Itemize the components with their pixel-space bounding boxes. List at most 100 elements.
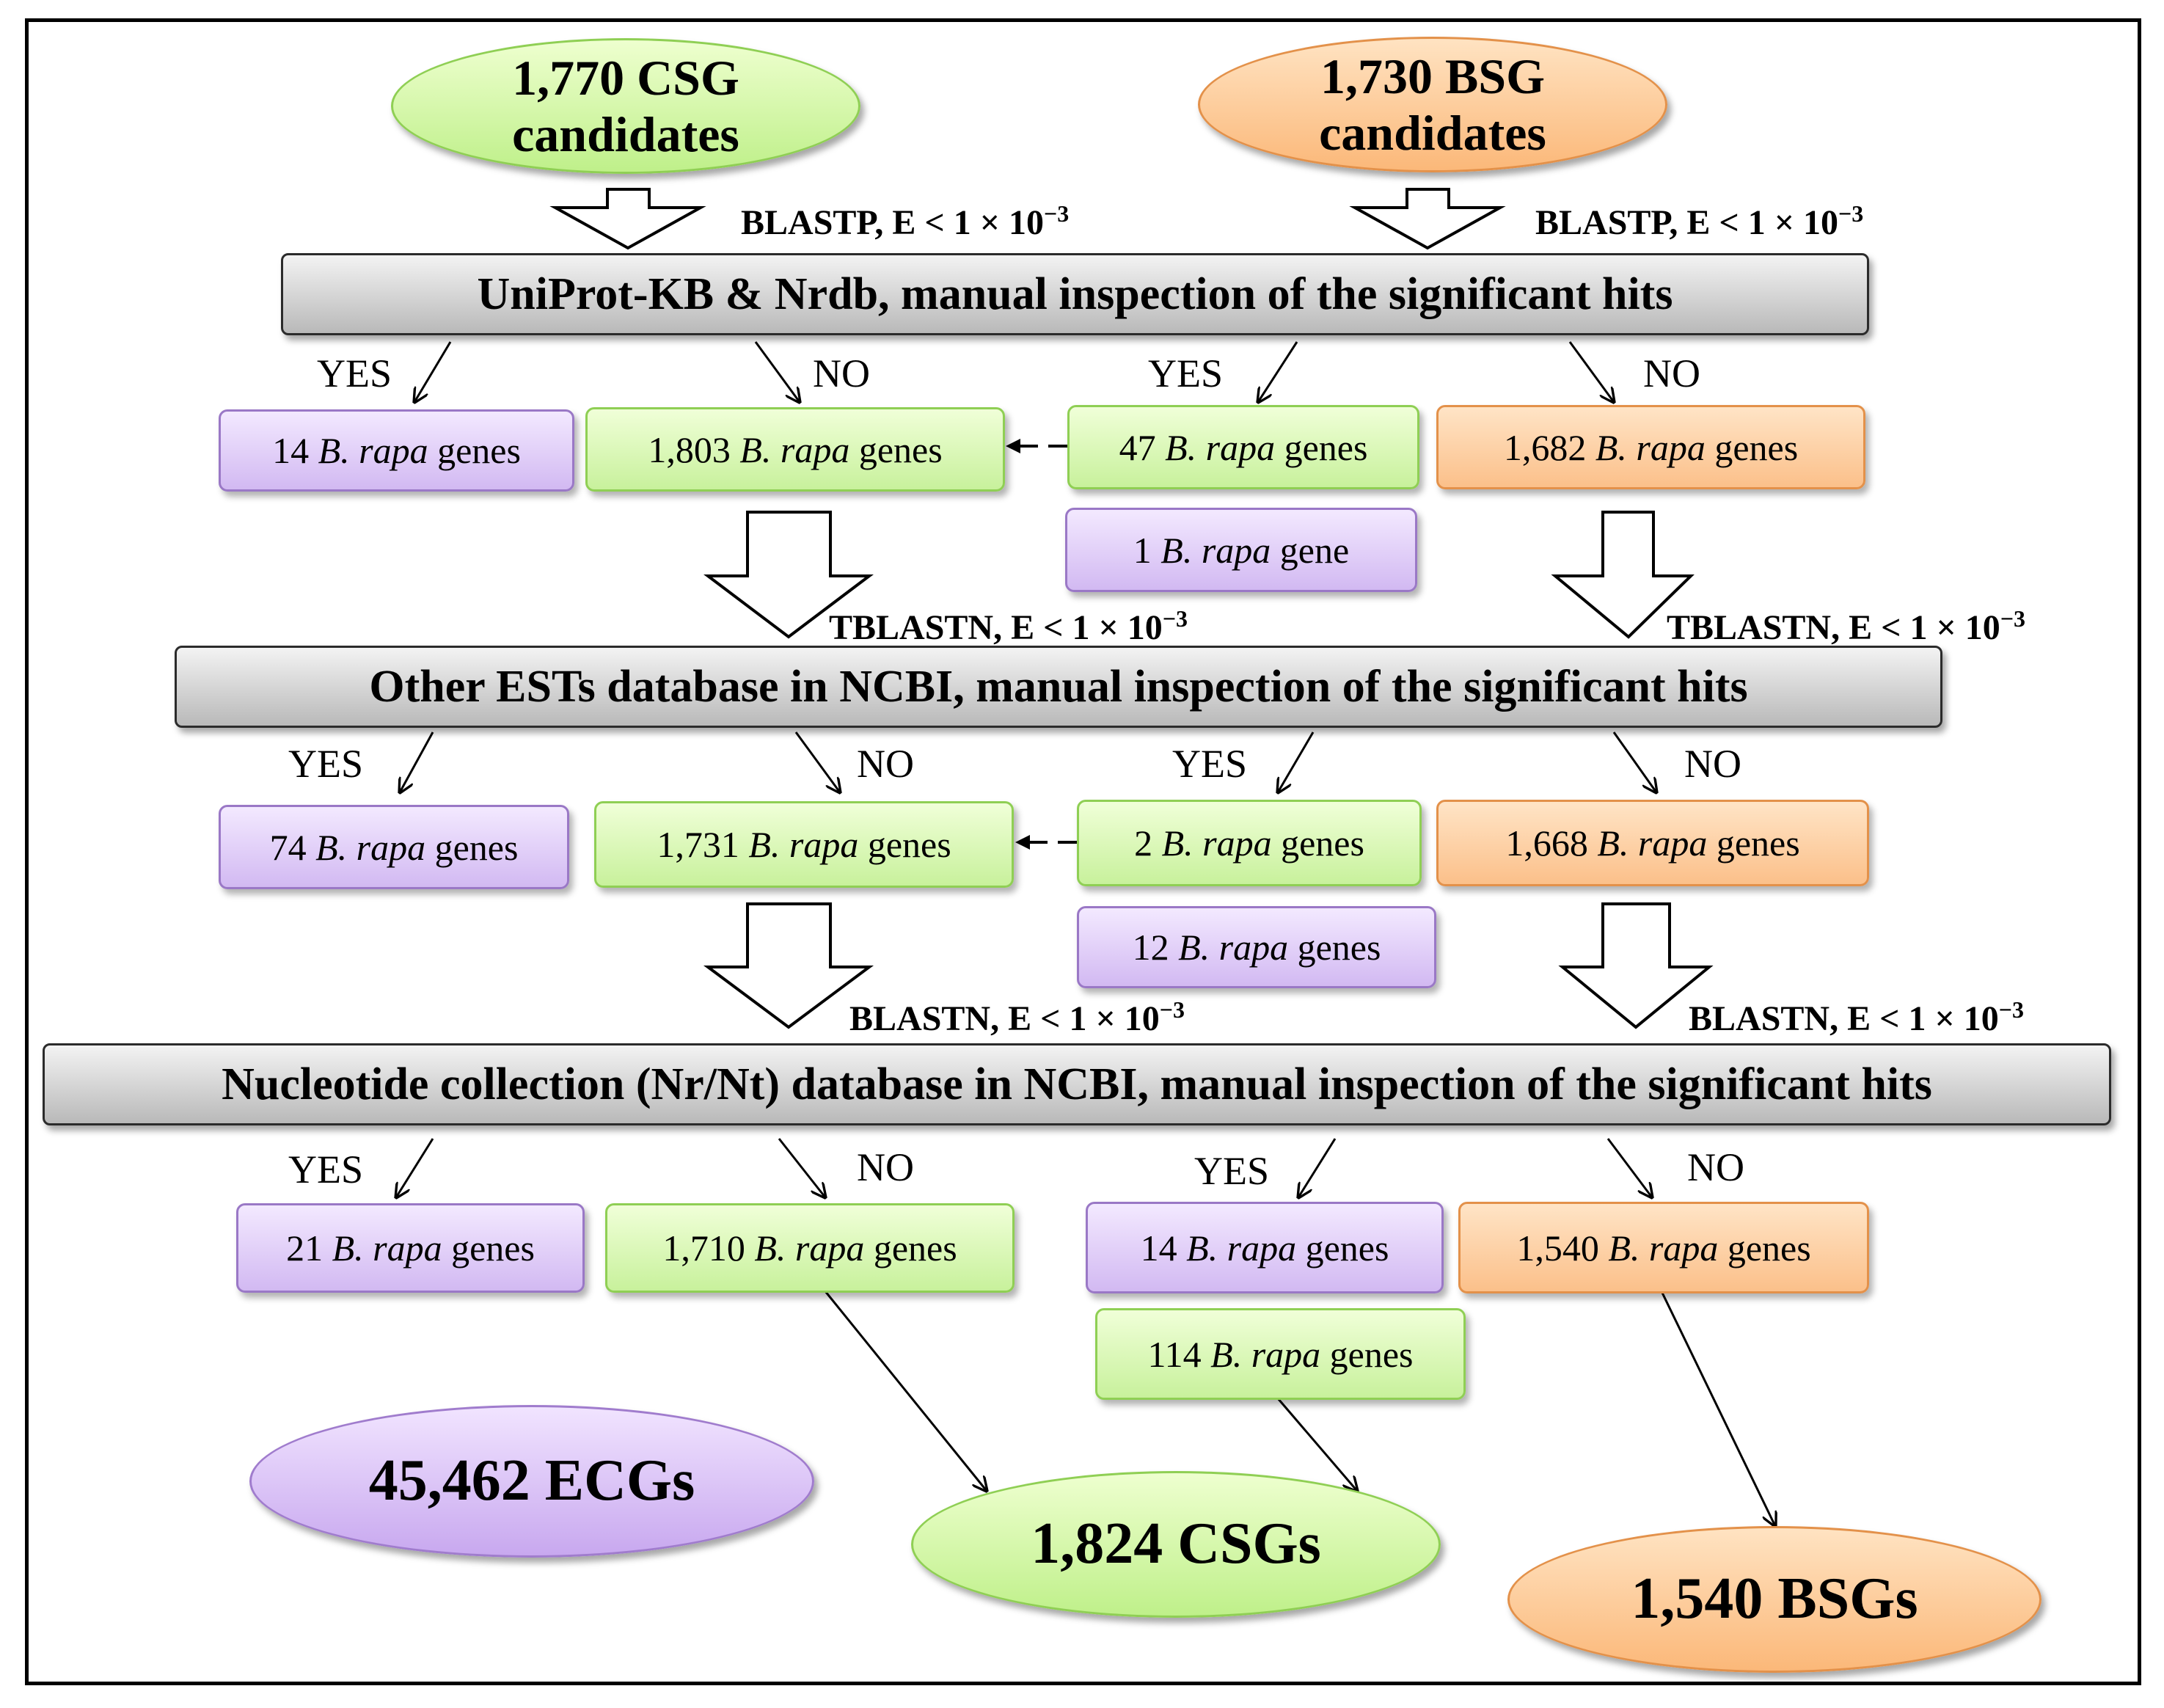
bsg-candidates-line1: 1,730 BSG bbox=[1320, 48, 1546, 105]
yes-label-r2-right: YES bbox=[1172, 742, 1248, 786]
num: 1 bbox=[1133, 529, 1152, 571]
yes-label-r1-right: YES bbox=[1148, 351, 1224, 395]
unit: gene bbox=[1279, 529, 1350, 571]
step3-text: Nucleotide collection (Nr/Nt) database i… bbox=[222, 1059, 1932, 1109]
blastp-label-left: BLASTP, E < 1 × 10−3 bbox=[741, 200, 1069, 243]
csg-candidates-line1: 1,770 CSG bbox=[512, 50, 739, 106]
num: 1,803 bbox=[648, 428, 731, 470]
gene-box-r3-no-bsg: 1,540 B. rapa genes bbox=[1458, 1202, 1869, 1293]
csg-candidates-line2: candidates bbox=[512, 106, 739, 162]
blastp-right-exp: −3 bbox=[1838, 200, 1864, 227]
tblastn-right-text: TBLASTN, E < 1 × 10 bbox=[1667, 608, 2000, 647]
no-label-r1-left: NO bbox=[813, 351, 870, 395]
blastn-right-exp: −3 bbox=[1998, 996, 2025, 1023]
ecg-result-oval: 45,462 ECGs bbox=[249, 1405, 814, 1558]
unit: genes bbox=[1329, 1333, 1414, 1375]
unit: genes bbox=[1716, 822, 1800, 864]
num: 2 bbox=[1134, 822, 1153, 864]
unit: genes bbox=[1714, 426, 1799, 468]
num: 1,668 bbox=[1505, 822, 1588, 864]
unit: genes bbox=[1281, 822, 1364, 864]
csg-result-text: 1,824 CSGs bbox=[1031, 1511, 1321, 1577]
num: 21 bbox=[286, 1227, 323, 1269]
gene-box-r1-extra: 1 B. rapa gene bbox=[1065, 508, 1417, 592]
num: 1,540 bbox=[1516, 1227, 1599, 1269]
no-label-r3-right: NO bbox=[1687, 1145, 1744, 1189]
gene-box-r2-no-csg: 1,731 B. rapa genes bbox=[594, 801, 1014, 888]
no-label-r2-left: NO bbox=[857, 742, 914, 786]
step-nucleotide-collection: Nucleotide collection (Nr/Nt) database i… bbox=[43, 1043, 2111, 1125]
species: B. rapa bbox=[1597, 822, 1708, 864]
tblastn-left-text: TBLASTN, E < 1 × 10 bbox=[829, 608, 1163, 647]
blastn-label-right: BLASTN, E < 1 × 10−3 bbox=[1689, 996, 2024, 1039]
gene-box-r2-yes-csg: 74 B. rapa genes bbox=[219, 805, 569, 889]
species: B. rapa bbox=[1165, 426, 1276, 468]
gene-box-r3-yes-bsg: 14 B. rapa genes bbox=[1086, 1202, 1444, 1293]
unit: genes bbox=[1727, 1227, 1811, 1269]
diagram-frame bbox=[25, 18, 2141, 1685]
gene-box-r3-extra: 114 B. rapa genes bbox=[1095, 1308, 1466, 1400]
num: 47 bbox=[1119, 426, 1156, 468]
gene-box-r1-no-csg: 1,803 B. rapa genes bbox=[585, 407, 1005, 492]
bsg-candidates-line2: candidates bbox=[1319, 104, 1546, 161]
gene-box-r2-no-bsg: 1,668 B. rapa genes bbox=[1436, 800, 1869, 886]
tblastn-left-exp: −3 bbox=[1162, 605, 1188, 632]
no-label-r3-left: NO bbox=[857, 1145, 914, 1189]
unit: genes bbox=[873, 1227, 957, 1269]
gene-box-r3-yes-csg: 21 B. rapa genes bbox=[236, 1203, 585, 1293]
tblastn-label-left: TBLASTN, E < 1 × 10−3 bbox=[829, 605, 1188, 648]
gene-box-r2-yes-bsg: 2 B. rapa genes bbox=[1077, 800, 1422, 886]
gene-box-r1-yes-csg: 14 B. rapa genes bbox=[219, 409, 574, 492]
tblastn-right-exp: −3 bbox=[2000, 605, 2026, 632]
species: B. rapa bbox=[1608, 1227, 1719, 1269]
unit: genes bbox=[451, 1227, 535, 1269]
species: B. rapa bbox=[1210, 1333, 1321, 1375]
blastp-left-exp: −3 bbox=[1044, 200, 1070, 227]
no-label-r1-right: NO bbox=[1643, 351, 1700, 395]
species: B. rapa bbox=[1160, 529, 1271, 571]
step-uniprot-nrdb: UniProt-KB & Nrdb, manual inspection of … bbox=[281, 253, 1869, 335]
unit: genes bbox=[858, 428, 943, 470]
num: 14 bbox=[272, 430, 310, 471]
yes-label-r3-right: YES bbox=[1194, 1149, 1270, 1193]
yes-label-r2-left: YES bbox=[288, 742, 364, 786]
blastp-left-text: BLASTP, E < 1 × 10 bbox=[741, 203, 1045, 242]
species: B. rapa bbox=[332, 1227, 442, 1269]
blastn-right-text: BLASTN, E < 1 × 10 bbox=[1689, 999, 1999, 1038]
unit: genes bbox=[1284, 426, 1368, 468]
species: B. rapa bbox=[318, 430, 428, 471]
gene-box-r1-yes-bsg: 47 B. rapa genes bbox=[1067, 405, 1419, 489]
step2-text: Other ESTs database in NCBI, manual insp… bbox=[369, 661, 1748, 712]
num: 1,731 bbox=[657, 824, 739, 865]
bsg-result-oval: 1,540 BSGs bbox=[1507, 1526, 2041, 1673]
csg-candidates-oval: 1,770 CSG candidates bbox=[391, 38, 860, 174]
unit: genes bbox=[437, 430, 521, 471]
gene-box-r3-no-csg: 1,710 B. rapa genes bbox=[605, 1203, 1015, 1293]
yes-label-r3-left: YES bbox=[288, 1147, 364, 1191]
unit: genes bbox=[867, 824, 951, 865]
csg-result-oval: 1,824 CSGs bbox=[911, 1471, 1441, 1618]
no-label-r2-right: NO bbox=[1684, 742, 1741, 786]
species: B. rapa bbox=[754, 1227, 865, 1269]
species: B. rapa bbox=[1186, 1227, 1297, 1269]
species: B. rapa bbox=[748, 824, 859, 865]
ecg-result-text: 45,462 ECGs bbox=[368, 1448, 695, 1514]
blastp-label-right: BLASTP, E < 1 × 10−3 bbox=[1535, 200, 1863, 243]
unit: genes bbox=[1297, 927, 1381, 968]
bsg-candidates-oval: 1,730 BSG candidates bbox=[1198, 37, 1667, 172]
species: B. rapa bbox=[1161, 822, 1272, 864]
step1-text: UniProt-KB & Nrdb, manual inspection of … bbox=[477, 269, 1673, 319]
num: 14 bbox=[1140, 1227, 1177, 1269]
num: 12 bbox=[1132, 927, 1169, 968]
unit: genes bbox=[434, 826, 519, 868]
step-other-ests: Other ESTs database in NCBI, manual insp… bbox=[175, 646, 1942, 728]
num: 114 bbox=[1147, 1333, 1202, 1375]
blastn-left-exp: −3 bbox=[1159, 996, 1185, 1023]
num: 1,710 bbox=[662, 1227, 745, 1269]
tblastn-label-right: TBLASTN, E < 1 × 10−3 bbox=[1667, 605, 2025, 648]
unit: genes bbox=[1305, 1227, 1389, 1269]
blastn-label-left: BLASTN, E < 1 × 10−3 bbox=[849, 996, 1185, 1039]
species: B. rapa bbox=[1178, 927, 1289, 968]
species: B. rapa bbox=[315, 826, 426, 868]
num: 74 bbox=[269, 826, 307, 868]
